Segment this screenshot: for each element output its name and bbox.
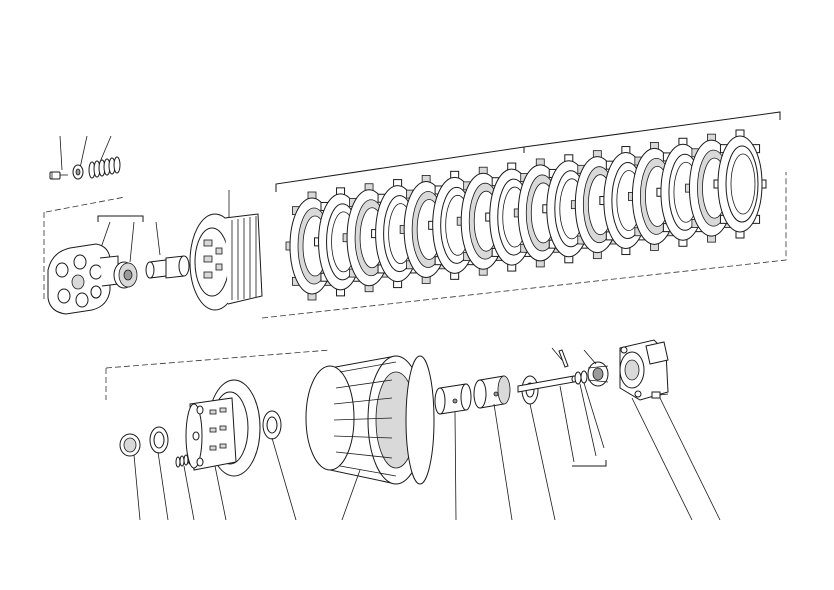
pin-part xyxy=(558,349,569,368)
lock-washer-part xyxy=(149,426,169,454)
bottom-leader-lines xyxy=(133,347,721,521)
small-parts-bracket xyxy=(45,196,126,213)
bolt-part xyxy=(651,391,669,399)
nut-part xyxy=(119,433,141,457)
drum-housing-part xyxy=(189,213,263,311)
upper-parts-bracket xyxy=(97,215,144,222)
slave-piston-part xyxy=(587,361,609,387)
clutch-basket-part xyxy=(305,355,435,485)
spring-part xyxy=(88,156,121,179)
clutch-hub-part xyxy=(185,379,261,477)
clutch-plates-stack xyxy=(285,129,767,301)
slave-cylinder-part xyxy=(619,339,669,401)
o-rings-part xyxy=(574,370,588,385)
spacer-part xyxy=(434,383,472,415)
clutch-plate xyxy=(713,129,767,239)
thrust-washer-part xyxy=(262,410,282,440)
washer-part xyxy=(72,164,84,180)
bushing-part xyxy=(473,375,511,409)
pushrod-cap-part xyxy=(145,255,190,279)
plates-group-outline xyxy=(261,172,787,319)
cap-screw-part xyxy=(49,171,68,180)
lower-group-outline xyxy=(105,349,331,369)
pressure-plate-part xyxy=(47,243,119,315)
top-leader-lines xyxy=(59,135,230,263)
o-rings-bracket xyxy=(572,460,607,467)
bearing-part xyxy=(113,261,138,289)
